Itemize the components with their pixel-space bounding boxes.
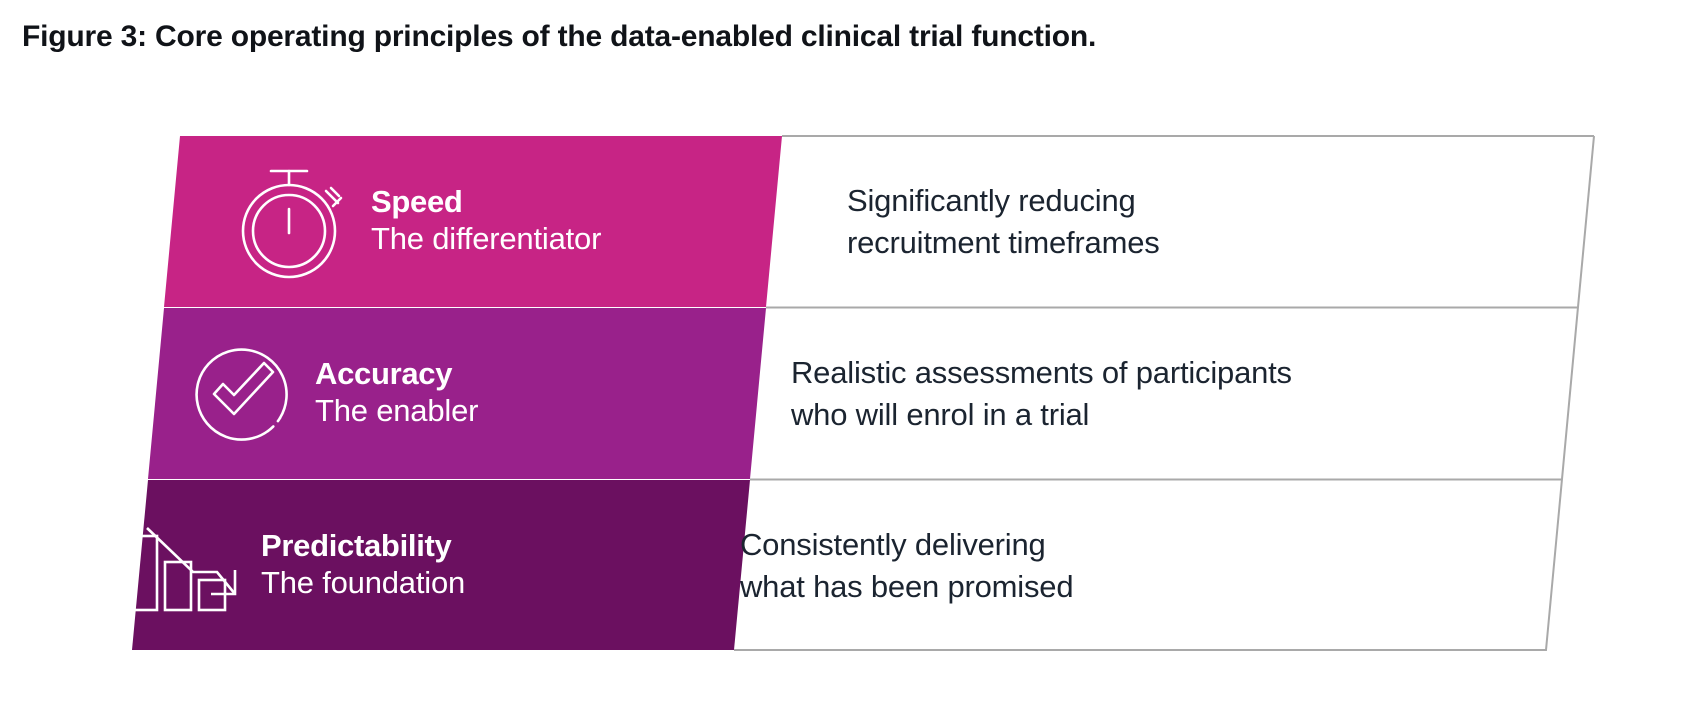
- check-circle-icon: [162, 308, 322, 479]
- band-heading-predictability: Predictability The foundation: [261, 480, 465, 651]
- band-description-speed-line-1: Significantly reducing: [847, 183, 1136, 219]
- declining-bar-chart-icon: [100, 480, 260, 651]
- band-subtitle-predictability: The foundation: [261, 564, 466, 600]
- band-title-accuracy: Accuracy: [315, 356, 453, 392]
- band-description-predictability-line-1: Consistently delivering: [740, 527, 1046, 563]
- band-title-speed: Speed: [371, 184, 463, 220]
- diagram-geometry: [132, 135, 1595, 651]
- band-description-accuracy-line-2: who will enrol in a trial: [791, 396, 1090, 432]
- band-subtitle-accuracy: The enabler: [315, 392, 479, 428]
- panel-background-predictability: [734, 480, 1562, 650]
- band-description-predictability: Consistently delivering what has been pr…: [740, 480, 1074, 651]
- panel-background-accuracy: [750, 308, 1578, 479]
- principles-diagram: Speed The differentiator Significantly r…: [0, 128, 1706, 658]
- band-description-accuracy: Realistic assessments of participants wh…: [791, 308, 1292, 479]
- band-heading-accuracy: Accuracy The enabler: [315, 308, 478, 479]
- page-title: Figure 3: Core operating principles of t…: [22, 20, 1097, 53]
- band-heading-speed: Speed The differentiator: [371, 136, 601, 307]
- band-title-predictability: Predictability: [261, 528, 452, 564]
- band-description-speed-line-2: recruitment timeframes: [847, 224, 1160, 260]
- band-row-predictability: Predictability The foundation Consistent…: [0, 480, 1706, 651]
- panel-background-speed: [766, 136, 1594, 307]
- band-subtitle-speed: The differentiator: [371, 220, 602, 256]
- band-description-speed: Significantly reducing recruitment timef…: [847, 136, 1160, 307]
- band-block-predictability: [132, 480, 750, 650]
- band-block-accuracy: [148, 308, 766, 479]
- stopwatch-icon: [212, 136, 372, 307]
- band-row-speed: Speed The differentiator Significantly r…: [0, 136, 1706, 307]
- band-description-accuracy-line-1: Realistic assessments of participants: [791, 355, 1292, 391]
- band-description-predictability-line-2: what has been promised: [740, 568, 1074, 604]
- band-row-accuracy: Accuracy The enabler Realistic assessmen…: [0, 308, 1706, 479]
